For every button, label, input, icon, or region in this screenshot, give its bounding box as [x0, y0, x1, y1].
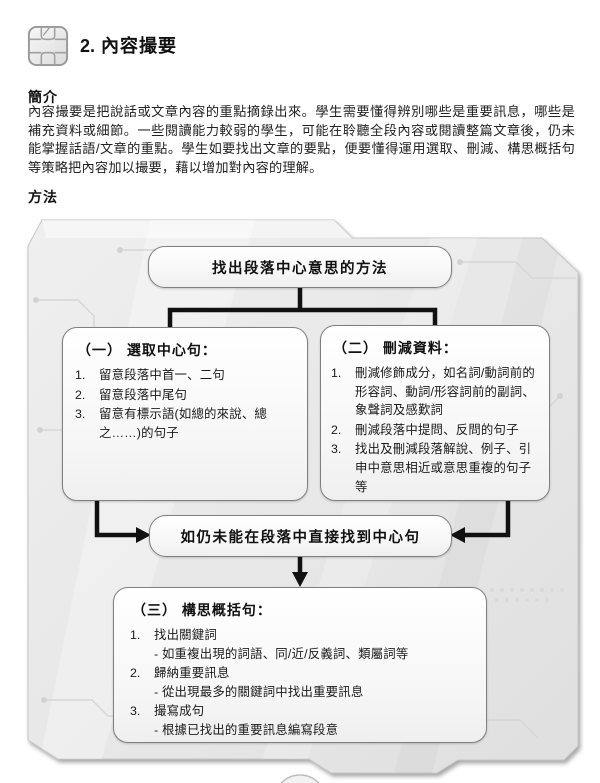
list-item: 1. 留意段落中首一、二句 [75, 366, 297, 385]
left-box-title: （一） 選取中心句： [77, 342, 217, 358]
list-item-sub: - 從出現最多的關鍵詞中找出重要訊息 [154, 684, 364, 699]
list-marker: 2. [130, 666, 141, 681]
list-item: 1. 刪減修飾成分，如名詞/動詞前的形容詞、動詞/形容詞前的副詞、象聲詞及感歎詞 [331, 364, 541, 420]
list-item-text: 留意段落中首一、二句 [99, 368, 225, 382]
arrowhead-right [450, 527, 465, 543]
list-item-text: 留意段落中尾句 [99, 387, 188, 402]
list-item-text: 刪減修飾成分，如名詞/動詞前的形容詞、動詞/形容詞前的副詞、象聲詞及感歎詞 [355, 366, 535, 418]
flow-box-select-sentence: （一） 選取中心句： 1. 留意段落中首一、二句 2. 留意段落中尾句 3. 留… [62, 327, 308, 501]
connector-right-to-middle [464, 499, 511, 538]
flow-box-no-center-sentence: 如仍未能在段落中直接找到中心句 [149, 515, 452, 557]
connector-split [167, 307, 438, 329]
list-item: 2. 歸納重要訊息 - 從出現最多的關鍵詞中找出重要訊息 [130, 664, 474, 701]
bottom-box-title: （三） 構思概括句： [132, 602, 272, 618]
list-item-sub: - 根據已找出的重要訊息編寫段意 [154, 722, 339, 737]
intro-heading: 簡介 [28, 89, 58, 105]
chip-icon [27, 25, 69, 67]
flow-box-top: 找出段落中心意思的方法 [148, 246, 452, 288]
section-number: 2. [80, 36, 96, 56]
list-item-main: 歸納重要訊息 [154, 666, 230, 681]
arrowhead-left [136, 527, 151, 543]
list-marker: 1. [130, 628, 141, 642]
right-box-title: （二） 刪減資料： [333, 340, 458, 356]
list-item: 1. 找出關鍵詞 - 如重複出現的詞語、同/近/反義詞、類屬詞等 [130, 626, 474, 663]
list-item: 3. 撮寫成句 - 根據已找出的重要訊息編寫段意 [130, 702, 474, 739]
list-marker: 3. [75, 407, 86, 422]
list-item-text: 找出及刪減段落解說、例子、引申中意思相近或意思重複的句子等 [355, 442, 532, 494]
list-marker: 1. [331, 366, 342, 380]
flow-box-compose-summary: （三） 構思概括句： 1. 找出關鍵詞 - 如重複出現的詞語、同/近/反義詞、類… [113, 587, 487, 743]
list-marker: 3. [331, 442, 342, 457]
flow-box-top-label: 找出段落中心意思的方法 [212, 260, 388, 277]
middle-box-label: 如仍未能在段落中直接找到中心句 [180, 529, 421, 546]
connector-left-to-middle [94, 499, 138, 538]
bottom-chip-decor [280, 774, 320, 783]
list-marker: 2. [331, 422, 342, 437]
flow-box-delete-material: （二） 刪減資料： 1. 刪減修飾成分，如名詞/動詞前的形容詞、動詞/形容詞前的… [320, 325, 550, 501]
flow-arrowheads [136, 527, 465, 587]
intro-paragraph: 內容撮要是把說話或文章內容的重點摘錄出來。學生需要懂得辨別哪些是重要訊息，哪些是… [28, 104, 575, 175]
arrowhead-down [292, 572, 308, 587]
list-item: 3. 找出及刪減段落解說、例子、引申中意思相近或意思重複的句子等 [331, 440, 541, 496]
section-title: 內容撮要 [101, 36, 178, 56]
list-item-main: 找出關鍵詞 [154, 628, 217, 642]
list-item: 3. 留意有標示語(如總的來說、總之……)的句子 [75, 405, 297, 442]
list-item-text: 刪減段落中提問、反問的句子 [355, 422, 519, 437]
list-marker: 3. [130, 704, 141, 719]
list-item: 2. 刪減段落中提問、反問的句子 [331, 421, 541, 440]
page-title: 2.內容撮要 [80, 32, 177, 58]
list-item-sub: - 如重複出現的詞語、同/近/反義詞、類屬詞等 [154, 646, 409, 661]
list-marker: 1. [75, 368, 86, 382]
list-marker: 2. [75, 387, 86, 402]
list-item-text: 留意有標示語(如總的來說、總之……)的句子 [99, 407, 268, 440]
list-item-main: 撮寫成句 [154, 704, 205, 719]
list-item: 2. 留意段落中尾句 [75, 386, 297, 405]
method-heading: 方法 [28, 189, 58, 205]
flow-connectors [94, 287, 511, 574]
